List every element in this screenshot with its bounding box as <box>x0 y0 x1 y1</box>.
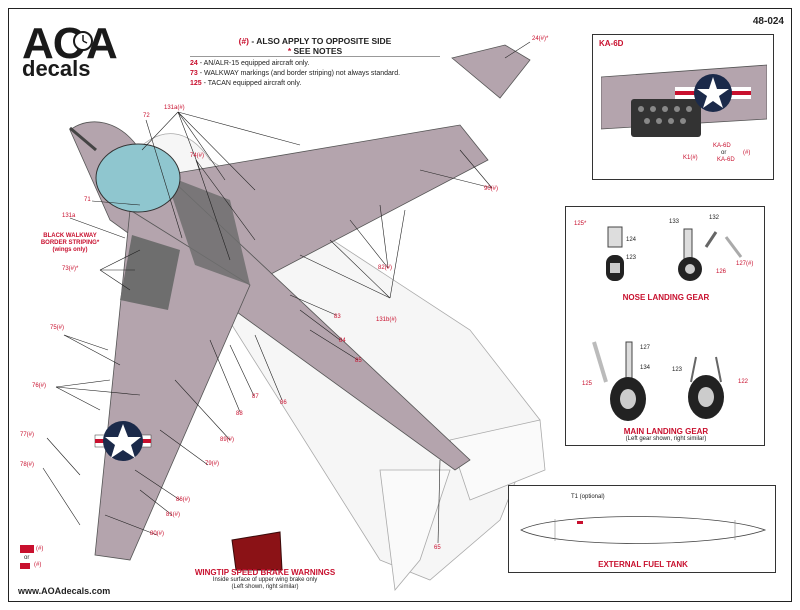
main-gear-subtitle: (Left gear shown, right similar) <box>625 436 707 442</box>
legend-title-marker: (#) <box>238 36 250 46</box>
logo-main: AOA <box>22 19 118 68</box>
fuselage <box>69 121 471 471</box>
walkway-left <box>120 235 180 310</box>
wingtip-title: WINGTIP SPEED BRAKE WARNINGS <box>194 568 336 577</box>
callout-83: 83 <box>334 314 341 320</box>
callout-71: 71 <box>84 197 91 203</box>
main-134: 134 <box>640 365 651 371</box>
leader-lines <box>42 41 531 544</box>
main-123: 123 <box>672 367 683 373</box>
callout-131a-left: 131a <box>62 213 76 219</box>
callout-85: 85 <box>355 358 362 364</box>
ka6d-option-or: or <box>721 150 727 156</box>
main-122: 122 <box>738 379 749 385</box>
main-125: 125 <box>582 381 593 387</box>
callout-76: 76(#) <box>32 383 47 389</box>
callout-82: 82(#) <box>378 265 393 271</box>
clock-icon <box>73 31 93 51</box>
stabilizer-outline <box>379 469 451 591</box>
small-red-decal-2 <box>20 563 30 569</box>
black-walkway-label: BLACK WALKWAY BORDER STRIPING* (wings on… <box>40 233 100 253</box>
legend-title: (#) - ALSO APPLY TO OPPOSITE SIDE <box>190 36 440 46</box>
nose-133: 133 <box>669 219 680 225</box>
ka6d-option-hash: (#) <box>743 150 751 156</box>
ka6d-option-b: KA-6D <box>717 157 735 163</box>
legend-note: 125 - TACAN equipped aircraft only. <box>190 79 440 89</box>
callout-87: 87 <box>252 394 259 400</box>
callout-24: 24(#)* <box>532 36 549 42</box>
ka6d-k1: K1(#) <box>683 155 698 161</box>
fuel-tank-panel: T1 (optional) EXTERNAL FUEL TANK <box>508 485 776 573</box>
refuel-probe <box>69 126 97 152</box>
callout-86: 86 <box>280 400 287 406</box>
wingtip-caption: WINGTIP SPEED BRAKE WARNINGS Inside surf… <box>175 568 355 591</box>
ka6d-panel: KA-6D K1(#) KA-6D or KA-6D (#) <box>592 34 774 180</box>
sheet-code: 48-024 <box>752 16 784 27</box>
walkway-center <box>165 175 250 285</box>
wingtip-line2: (Left shown, right similar) <box>231 584 299 590</box>
callout-131a-top: 131a(#) <box>164 105 185 111</box>
canopy <box>95 143 181 213</box>
nose-132: 132 <box>709 215 720 221</box>
note-text: - AN/ALR-15 equipped aircraft only. <box>197 60 310 67</box>
callout-90: 90(#) <box>484 186 499 192</box>
nose-gear-title: NOSE LANDING GEAR <box>622 293 710 302</box>
small-decal-label: (#) <box>36 546 44 552</box>
nose-124: 124 <box>626 237 637 243</box>
landing-gear-panel: 125* 124 123 133 132 126 127(#) NOSE LAN… <box>565 206 765 446</box>
legend-title-text: - ALSO APPLY TO OPPOSITE SIDE <box>249 36 392 46</box>
star-insignia <box>94 421 152 461</box>
tailplane-outline <box>449 419 546 501</box>
legend-notes-header: * SEE NOTES <box>190 46 440 57</box>
main-127: 127 <box>640 345 651 351</box>
small-decal-or: or <box>24 555 30 561</box>
callout-74: 74(#) <box>190 153 205 159</box>
notes-text: SEE NOTES <box>291 46 343 56</box>
landing-gear-drawing <box>592 226 743 421</box>
ka6d-title: KA-6D <box>599 39 624 48</box>
callout-80: 80(#) <box>150 531 165 537</box>
nose-126: 126 <box>716 269 727 275</box>
wingtip-panel <box>451 44 531 99</box>
callout-73: 73(#)* <box>62 266 79 272</box>
callout-88: 88 <box>236 411 243 417</box>
fuel-tank-drawing <box>520 516 767 544</box>
legend-note: 73 - WALKWAY markings (and border stripi… <box>190 69 440 79</box>
callout-78: 78(#) <box>20 462 35 468</box>
ka6d-option-a: KA-6D <box>713 143 731 149</box>
nose-123: 123 <box>626 255 637 261</box>
note-number: 125 <box>190 80 202 87</box>
callout-84: 84 <box>339 338 346 344</box>
tank-t1-label: T1 (optional) <box>571 494 605 500</box>
note-number: 73 <box>190 70 198 77</box>
main-gear-title: MAIN LANDING GEAR <box>623 427 709 436</box>
small-red-decal <box>20 545 34 553</box>
speed-brake-warning-decal <box>231 531 283 571</box>
callout-65: 65 <box>434 545 441 551</box>
callout-79: 79(#) <box>205 461 220 467</box>
legend: (#) - ALSO APPLY TO OPPOSITE SIDE * SEE … <box>190 36 440 89</box>
nose-127: 127(#) <box>736 261 754 267</box>
small-decal-label-2: (#) <box>34 562 42 568</box>
fuel-tank-title: EXTERNAL FUEL TANK <box>598 560 688 569</box>
ka6d-fuselage-drawing <box>601 64 767 137</box>
callout-81: 81(#) <box>166 512 181 518</box>
note-text: - WALKWAY markings (and border striping)… <box>197 70 401 77</box>
callout-75: 75(#) <box>50 325 65 331</box>
callout-86-hash: 86(#) <box>176 497 191 503</box>
callout-77: 77(#) <box>20 432 35 438</box>
callout-72: 72 <box>143 113 150 119</box>
wingtip-line1: Inside surface of upper wing brake only <box>212 577 318 583</box>
note-number: 24 <box>190 60 198 67</box>
nose-125: 125* <box>574 221 587 227</box>
note-text: - TACAN equipped aircraft only. <box>201 80 302 87</box>
notes-marker: * <box>287 46 292 56</box>
logo-sub: decals <box>22 56 91 81</box>
callout-131b: 131b(#) <box>376 317 397 323</box>
legend-note: 24 - AN/ALR-15 equipped aircraft only. <box>190 59 440 69</box>
website-link[interactable]: www.AOAdecals.com <box>18 586 111 596</box>
callout-89: 89(#) <box>220 437 235 443</box>
